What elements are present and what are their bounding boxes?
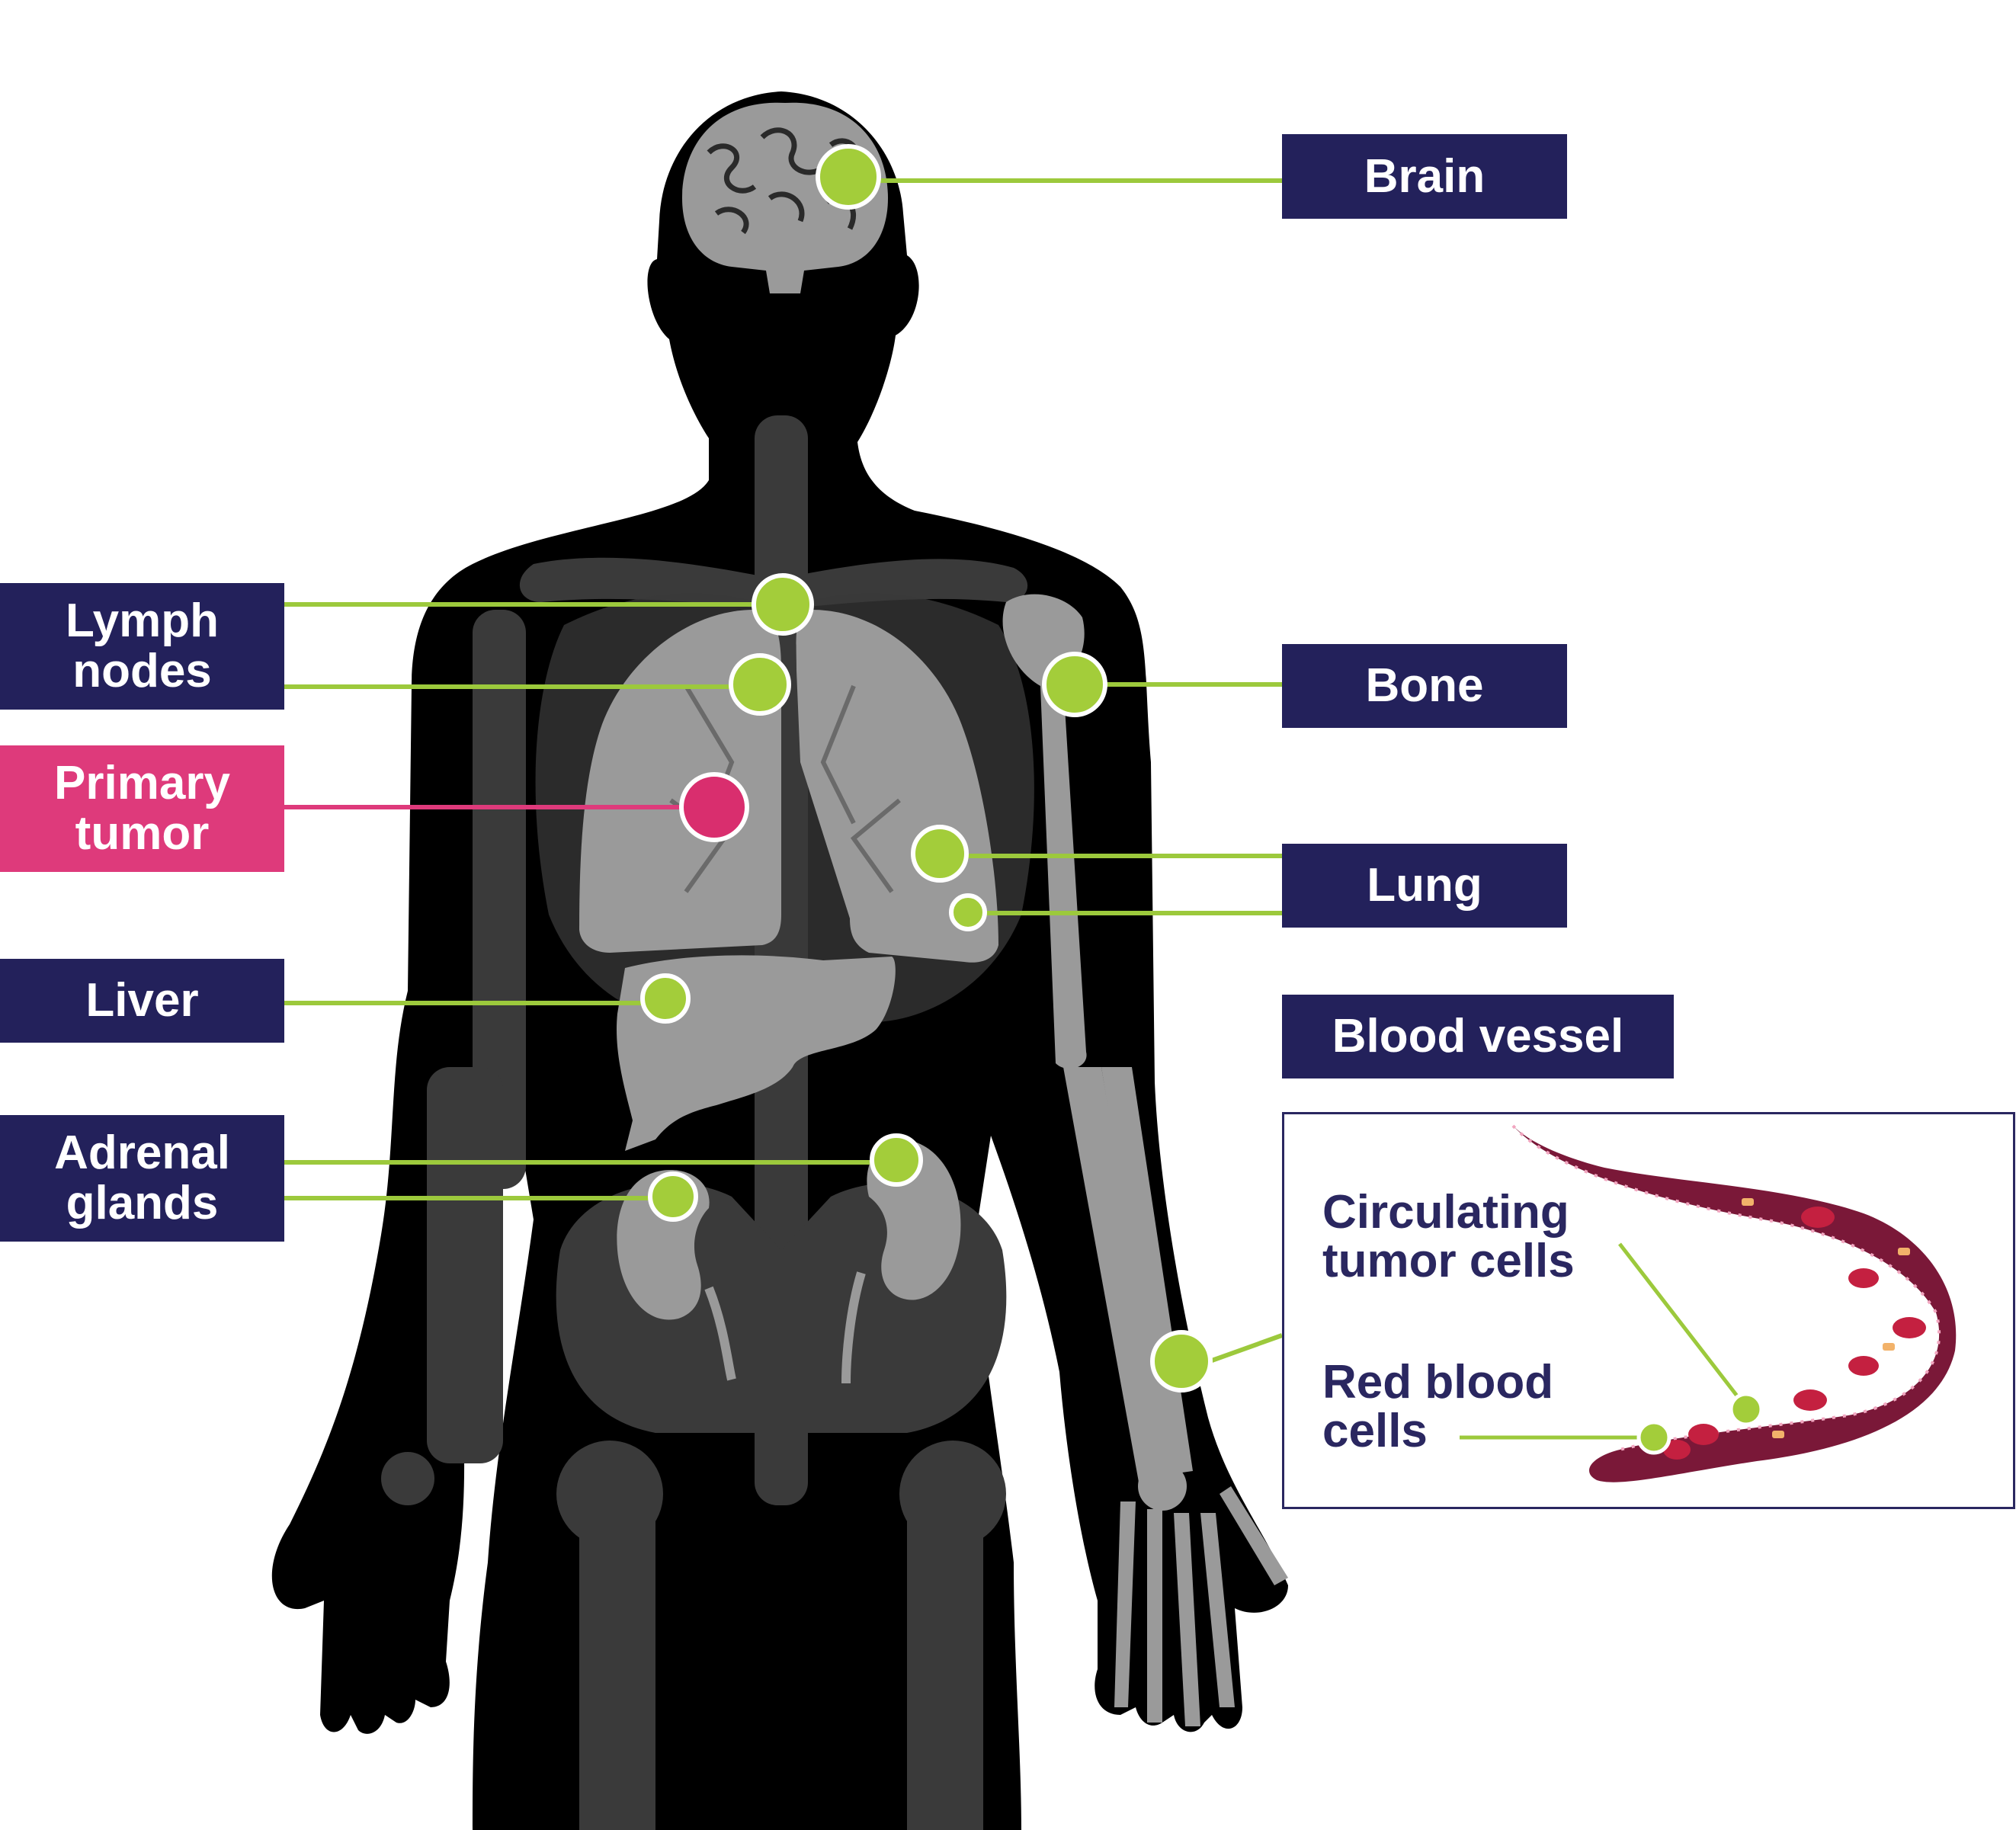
label-primary-tumor: Primary tumor — [0, 745, 284, 872]
label-red-blood-cells: Red blood cells — [1322, 1356, 1554, 1457]
blood-vessel-icon — [1460, 1124, 1957, 1482]
label-adrenal-glands: Adrenal glands — [0, 1115, 284, 1242]
marker-lymph-lower — [729, 653, 791, 716]
label-brain: Brain — [1282, 134, 1567, 219]
marker-primary-tumor — [679, 772, 749, 842]
marker-lung-lower — [949, 893, 987, 931]
marker-rbc — [1636, 1420, 1671, 1455]
label-lung: Lung — [1282, 844, 1567, 928]
marker-lymph-upper — [752, 573, 814, 636]
marker-bone — [1042, 652, 1107, 717]
connector-blood-vessel — [1210, 1333, 1284, 1363]
right-arm-bones — [1002, 594, 1288, 1726]
label-blood-vessel: Blood vessel — [1282, 995, 1674, 1078]
label-liver: Liver — [0, 959, 284, 1043]
marker-adrenal-right — [870, 1133, 923, 1187]
marker-ctc — [1729, 1392, 1764, 1427]
label-lymph-nodes: Lymph nodes — [0, 583, 284, 710]
marker-dot-icon-group — [640, 144, 1213, 1393]
marker-adrenal-left — [648, 1171, 698, 1222]
marker-brain — [816, 144, 881, 210]
marker-blood-vessel — [1150, 1330, 1213, 1393]
label-circulating-tumor-cells: Circulating tumor cells — [1322, 1186, 1575, 1287]
marker-liver — [640, 973, 691, 1024]
label-bone: Bone — [1282, 644, 1567, 728]
blood-vessel-inset: Circulating tumor cells Red blood cells — [1282, 1112, 2015, 1509]
marker-lung-upper — [911, 825, 969, 883]
connector-lines — [284, 178, 1284, 1363]
